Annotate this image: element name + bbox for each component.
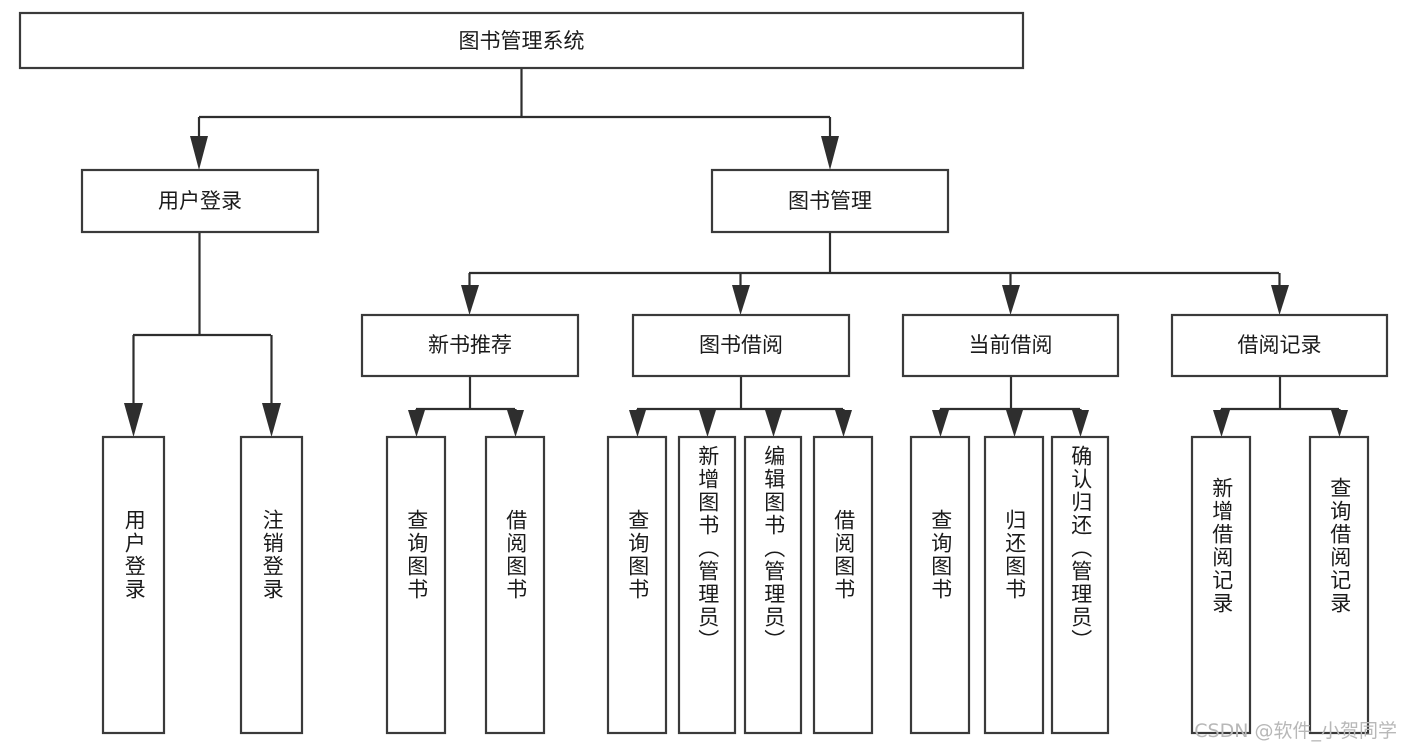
arrow-head-book-borrow	[732, 285, 750, 315]
node-box-leaf-query-book-current[interactable]	[909, 435, 971, 735]
arrow-head-borrow-record	[1271, 285, 1289, 315]
arrow-head-leaf-query-record	[1331, 410, 1348, 437]
arrow-head-leaf-confirm-return	[1072, 410, 1089, 437]
node-box-leaf-query-book-borrow[interactable]	[606, 435, 668, 735]
node-label-book-manage: 图书管理	[788, 189, 872, 213]
arrow-head-leaf-borrow-book	[835, 410, 852, 437]
node-box-leaf-borrow-book-rec[interactable]	[484, 435, 546, 735]
node-box-root[interactable]	[18, 11, 1025, 70]
node-box-leaf-add-book[interactable]	[677, 435, 737, 735]
node-box-book-borrow[interactable]	[631, 313, 851, 378]
watermark-text: CSDN @软件_小贺同学	[1194, 720, 1397, 742]
arrow-head-new-book-rec	[461, 285, 479, 315]
arrow-head-leaf-query-book-current	[932, 410, 949, 437]
node-label-borrow-record: 借阅记录	[1238, 333, 1322, 357]
node-box-leaf-confirm-return[interactable]	[1050, 435, 1110, 735]
arrow-head-current-borrow	[1002, 285, 1020, 315]
arrow-head-leaf-return-book	[1006, 410, 1023, 437]
node-box-leaf-edit-book[interactable]	[743, 435, 803, 735]
arrow-head-leaf-add-record	[1213, 410, 1230, 437]
arrow-head-leaf-edit-book	[765, 410, 782, 437]
node-label-book-borrow: 图书借阅	[699, 333, 783, 357]
node-box-new-book-rec[interactable]	[360, 313, 580, 378]
arrow-head-leaf-user-logout	[262, 403, 281, 437]
node-box-leaf-borrow-book[interactable]	[812, 435, 874, 735]
node-box-current-borrow[interactable]	[901, 313, 1120, 378]
arrow-head-leaf-query-book-rec	[408, 410, 425, 437]
node-label-current-borrow: 当前借阅	[969, 333, 1053, 357]
node-box-user-login[interactable]	[80, 168, 320, 234]
arrow-head-leaf-query-book-borrow	[629, 410, 646, 437]
node-box-leaf-query-record[interactable]	[1308, 435, 1370, 735]
arrow-head-user-login	[190, 136, 208, 170]
arrow-head-book-manage	[821, 136, 839, 170]
node-box-group: 图书管理系统 用户登录 图书管理 新书推荐 图书借阅 当前借阅 借阅记录	[18, 11, 1389, 735]
node-label-user-login: 用户登录	[158, 189, 242, 213]
node-box-leaf-add-record[interactable]	[1190, 435, 1252, 735]
arrow-head-leaf-add-book	[699, 410, 716, 437]
arrow-head-leaf-borrow-book-rec	[507, 410, 524, 437]
node-box-leaf-user-login[interactable]	[101, 435, 166, 735]
node-box-leaf-return-book[interactable]	[983, 435, 1045, 735]
node-label-new-book-rec: 新书推荐	[428, 333, 512, 357]
node-label-root: 图书管理系统	[459, 29, 585, 53]
node-box-borrow-record[interactable]	[1170, 313, 1389, 378]
node-box-leaf-user-logout[interactable]	[239, 435, 304, 735]
node-box-book-manage[interactable]	[710, 168, 950, 234]
arrow-head-leaf-user-login	[124, 403, 143, 437]
node-box-leaf-query-book-rec[interactable]	[385, 435, 447, 735]
connector-group	[124, 68, 1348, 437]
